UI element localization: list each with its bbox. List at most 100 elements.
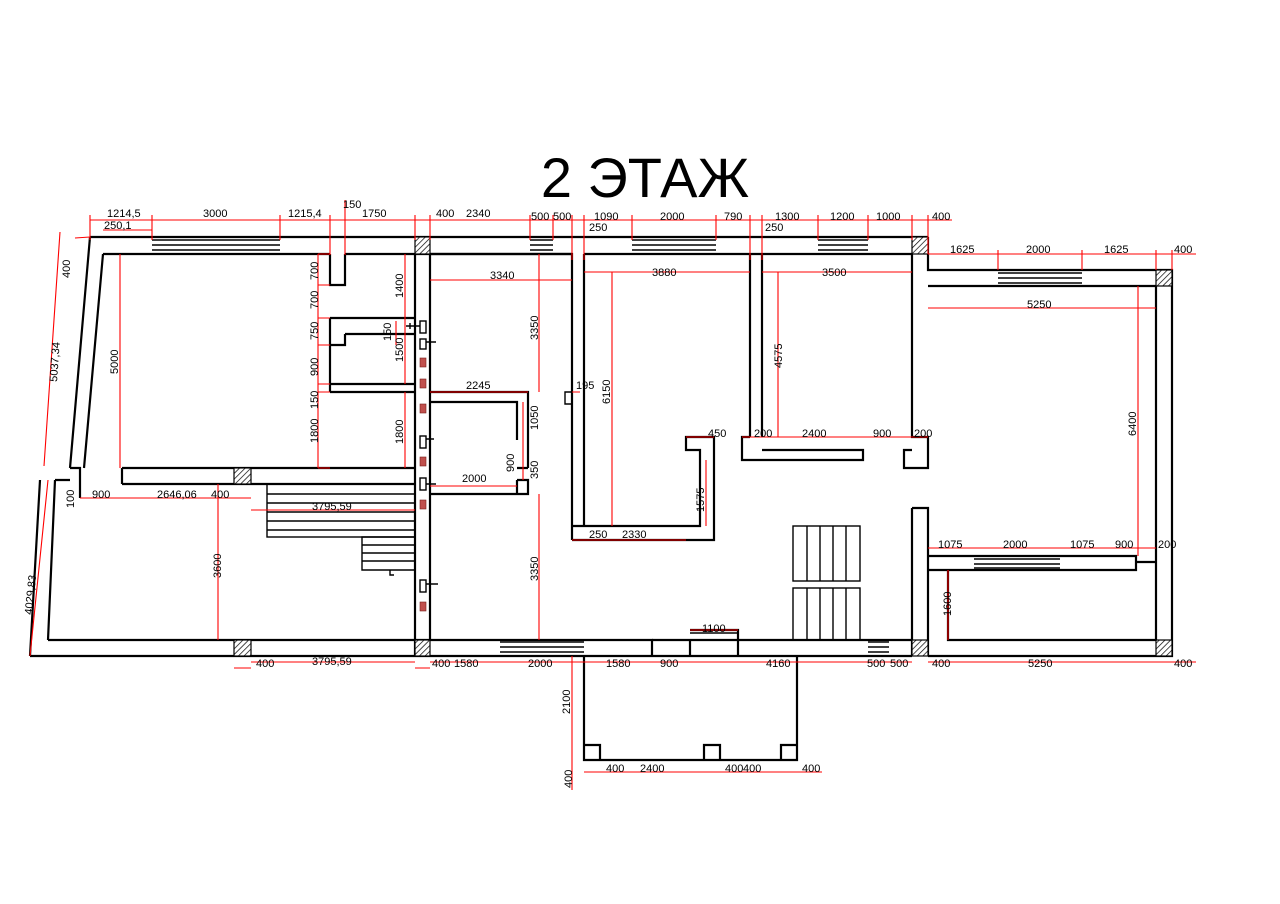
ventilation-ducts — [406, 320, 438, 612]
dim-label: 3795,59 — [312, 501, 352, 513]
dim-label: 790 — [724, 211, 742, 223]
dimension-lines — [29, 200, 1196, 790]
dim-label: 250,1 — [104, 220, 132, 232]
dim-label: 750 — [309, 322, 321, 340]
dim-label: 1600 — [942, 592, 954, 616]
dim-label: 400 — [1174, 658, 1192, 670]
dim-label: 250 — [589, 222, 607, 234]
stairs-left — [266, 483, 416, 576]
dimension-labels: 1214,5 250,1 3000 1215,4 150 1750 400 23… — [23, 199, 1192, 788]
dim-label: 400 — [61, 260, 73, 278]
outer-wall-left-lower — [28, 466, 82, 657]
dim-label: 1075 — [938, 539, 962, 551]
dim-label: 200 — [754, 428, 772, 440]
dim-label: 350 — [529, 461, 541, 479]
dim-label: 1090 — [594, 211, 618, 223]
dim-label: 400 — [1174, 244, 1192, 256]
dim-label: 700 — [309, 291, 321, 309]
dim-label: 1580 — [454, 658, 478, 670]
stairs-center — [792, 525, 861, 641]
floor-plan-title: 2 ЭТАЖ — [540, 146, 750, 209]
dim-label: 500 — [531, 211, 549, 223]
dim-label: 4160 — [766, 658, 790, 670]
dim-label: 500 — [890, 658, 908, 670]
dim-label: 2646,06 — [157, 489, 197, 501]
dim-label: 150 — [382, 323, 394, 341]
dim-label: 3350 — [529, 316, 541, 340]
dim-label: 900 — [505, 454, 517, 472]
porch-walls — [582, 656, 799, 762]
dim-label: 150 — [343, 199, 361, 211]
dim-label: 250 — [765, 222, 783, 234]
dim-label: 4575 — [773, 344, 785, 368]
dim-label: 1800 — [309, 419, 321, 443]
wall-bottom-middle — [652, 628, 912, 658]
dim-label: 2400 — [802, 428, 826, 440]
dim-label: 150 — [309, 391, 321, 409]
walls — [28, 235, 1174, 762]
dim-label: 2000 — [1003, 539, 1027, 551]
wall-window-right — [910, 506, 930, 656]
dim-label: 5000 — [109, 350, 121, 374]
dim-label: 200 — [1158, 539, 1176, 551]
dim-label: 200 — [914, 428, 932, 440]
dim-label: 3000 — [203, 208, 227, 220]
dim-label: 250 — [589, 529, 607, 541]
dim-label: 1800 — [394, 420, 406, 444]
dim-label: 1050 — [529, 406, 541, 430]
dim-label: 400 — [563, 770, 575, 788]
dim-label: 2000 — [660, 211, 684, 223]
dim-label: 2000 — [462, 473, 486, 485]
partition-center-right — [584, 252, 930, 470]
dim-label: 400 — [932, 658, 950, 670]
dim-label: 2340 — [466, 208, 490, 220]
dim-label: 400 — [725, 763, 743, 775]
dim-label: 5250 — [1028, 658, 1052, 670]
dim-label: 1100 — [702, 623, 726, 635]
dim-label: 2245 — [466, 380, 490, 392]
dim-label: 4029,83 — [23, 575, 39, 616]
dim-label: 5037,34 — [48, 342, 63, 383]
dim-label: 1214,5 — [107, 208, 141, 220]
dim-label: 5250 — [1027, 299, 1051, 311]
dim-label: 450 — [708, 428, 726, 440]
dim-label: 1200 — [830, 211, 854, 223]
dim-label: 3795,59 — [312, 656, 352, 668]
dim-label: 1625 — [1104, 244, 1128, 256]
dim-label: 1500 — [394, 338, 406, 362]
dim-label: 2000 — [1026, 244, 1050, 256]
dim-label: 3600 — [212, 554, 224, 578]
dim-label: 6400 — [1127, 412, 1139, 436]
wall-stub-195 — [564, 391, 573, 405]
dim-label: 700 — [309, 262, 321, 280]
dim-label: 100 — [65, 490, 77, 508]
dim-label: 1215,4 — [288, 208, 322, 220]
dim-label: 2100 — [561, 690, 573, 714]
dim-label: 400 — [436, 208, 454, 220]
dim-label: 400 — [606, 763, 624, 775]
dim-label: 400 — [256, 658, 274, 670]
dim-label: 400 — [743, 763, 761, 775]
dim-label: 3880 — [652, 267, 676, 279]
outer-wall-left-upper — [68, 236, 105, 469]
dim-label: 3350 — [529, 557, 541, 581]
dim-label: 1750 — [362, 208, 386, 220]
dim-label: 2400 — [640, 763, 664, 775]
dim-label: 900 — [873, 428, 891, 440]
dim-label: 1625 — [950, 244, 974, 256]
dim-label: 500 — [553, 211, 571, 223]
dim-label: 1580 — [606, 658, 630, 670]
dim-label: 2330 — [622, 529, 646, 541]
hatched-columns — [233, 236, 1173, 657]
dim-label: 400 — [932, 211, 950, 223]
dim-label: 1400 — [394, 274, 406, 298]
dim-label: 1575 — [695, 488, 707, 512]
dim-label: 6150 — [601, 380, 613, 404]
dim-label: 3500 — [822, 267, 846, 279]
dim-label: 400 — [432, 658, 450, 670]
dim-label: 195 — [576, 380, 594, 392]
dim-label: 400 — [802, 763, 820, 775]
dim-label: 900 — [92, 489, 110, 501]
dim-label: 900 — [309, 358, 321, 376]
